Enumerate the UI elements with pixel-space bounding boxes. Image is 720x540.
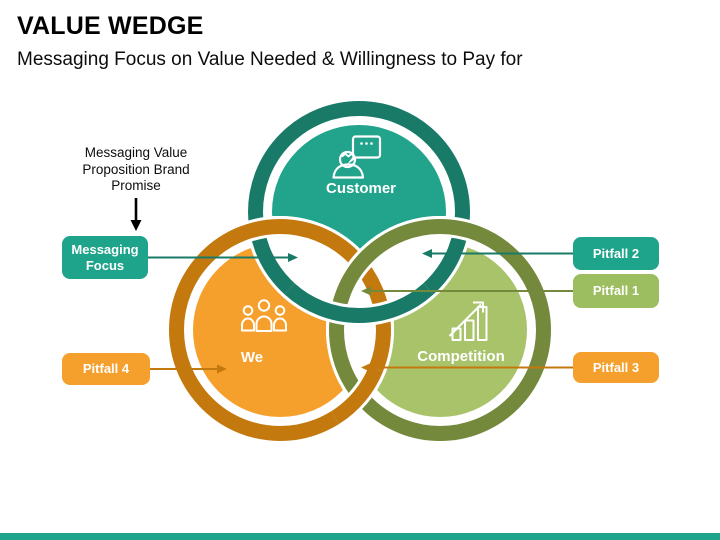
pitfall-4-arrow <box>150 364 227 374</box>
annotation-line-2: Proposition Brand <box>82 161 190 177</box>
person-chat-icon <box>332 135 382 179</box>
growth-bars-icon <box>448 301 488 341</box>
pitfall-2-badge: Pitfall 2 <box>573 237 659 270</box>
annotation-line-3: Promise <box>111 178 161 193</box>
competition-inner-disc <box>353 243 527 417</box>
we-ring <box>166 216 394 444</box>
annotation-down-arrow <box>130 198 142 231</box>
people-group-icon <box>241 299 287 332</box>
customer-label: Customer <box>326 180 396 197</box>
we-label: We <box>241 349 263 366</box>
competition-ring <box>326 216 554 444</box>
pitfall-2-arrow <box>422 249 573 258</box>
slide-title: VALUE WEDGE <box>17 12 204 40</box>
slide-subtitle: Messaging Focus on Value Needed & Willin… <box>17 49 523 70</box>
messaging-annotation: Messaging Value Proposition Brand Promis… <box>46 145 226 195</box>
pitfall-3-badge: Pitfall 3 <box>573 352 659 383</box>
footer-accent-bar <box>0 533 720 540</box>
customer-ring-over-patch <box>282 280 436 327</box>
pitfall-4-badge: Pitfall 4 <box>62 353 150 385</box>
competition-label: Competition <box>417 348 505 365</box>
pitfall-3-arrow <box>361 363 573 372</box>
pitfall-1-arrow <box>361 286 573 296</box>
messaging-focus-arrow <box>148 253 298 262</box>
we-ring-over-patch <box>329 364 386 427</box>
pitfall-1-badge: Pitfall 1 <box>573 274 659 308</box>
messaging-focus-badge: Messaging Focus <box>62 236 148 279</box>
annotation-line-1: Messaging Value <box>84 145 188 160</box>
